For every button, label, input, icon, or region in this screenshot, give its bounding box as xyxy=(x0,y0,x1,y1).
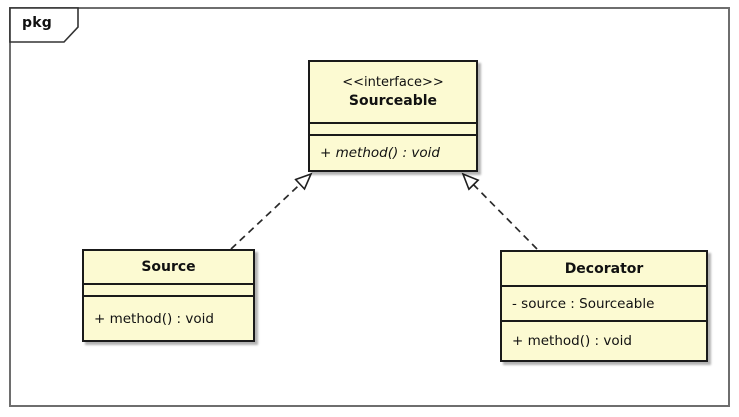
attributes-compartment-decorator: - source : Sourceable xyxy=(502,285,706,320)
attributes-compartment-sourceable xyxy=(310,122,476,134)
package-tab xyxy=(9,7,79,43)
realization-edge-source-to-sourceable[interactable] xyxy=(230,174,311,250)
class-box-decorator[interactable]: Decorator - source : Sourceable + method… xyxy=(500,250,708,362)
class-box-source[interactable]: Source + method() : void xyxy=(82,249,255,342)
stereotype-label: <<interface>> xyxy=(342,75,444,90)
attribute-label-decorator: - source : Sourceable xyxy=(512,295,655,312)
operation-label-decorator: + method() : void xyxy=(512,333,632,349)
class-name-source: Source xyxy=(141,259,196,275)
class-box-sourceable[interactable]: <<interface>> Sourceable + method() : vo… xyxy=(308,60,478,172)
operation-label-source: + method() : void xyxy=(94,310,214,327)
class-header-sourceable: <<interface>> Sourceable xyxy=(310,62,476,122)
class-header-source: Source xyxy=(84,251,253,283)
attributes-compartment-source xyxy=(84,283,253,295)
realization-edge-decorator-to-sourceable[interactable] xyxy=(463,174,538,250)
operation-label-sourceable: + method() : void xyxy=(320,145,440,161)
class-name-decorator: Decorator xyxy=(564,260,644,277)
class-name-sourceable: Sourceable xyxy=(348,93,438,109)
frame-label: pkg xyxy=(22,15,52,31)
class-header-decorator: Decorator xyxy=(502,252,706,285)
package-frame-border xyxy=(9,7,730,407)
operations-compartment-source: + method() : void xyxy=(84,295,253,340)
operations-compartment-decorator: + method() : void xyxy=(502,320,706,360)
operations-compartment-sourceable: + method() : void xyxy=(310,134,476,170)
